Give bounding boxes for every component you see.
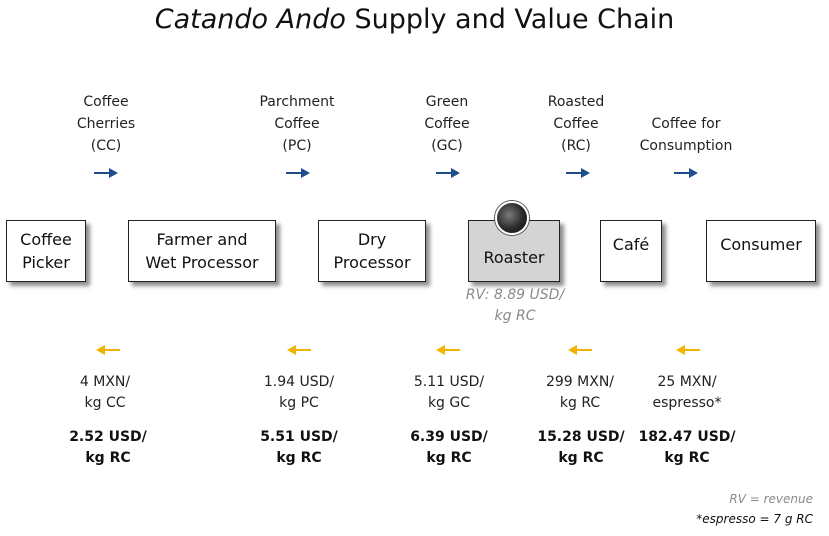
node-label: Dry xyxy=(357,230,387,249)
price-line: kg GC xyxy=(427,395,471,411)
price-line: 15.28 USD/ xyxy=(537,429,625,445)
note-line: kg RC xyxy=(494,308,536,324)
title-italic: Catando Ando xyxy=(154,4,346,35)
price-line: 5.11 USD/ xyxy=(413,374,485,390)
left-arrow-icon xyxy=(287,345,311,355)
price-line: 299 MXN/ xyxy=(545,374,615,390)
flow-label-pc: Parchment Coffee (PC) xyxy=(243,91,351,157)
note-line: RV: 8.89 USD/ xyxy=(465,287,565,303)
left-arrow-icon xyxy=(676,345,700,355)
left-arrow-icon xyxy=(568,345,592,355)
price-line: kg PC xyxy=(279,395,319,411)
node-label: Roaster xyxy=(483,248,545,267)
roaster-photo xyxy=(495,201,529,235)
right-arrow-icon xyxy=(674,168,698,178)
price-rc-picker: 2.52 USD/ kg RC xyxy=(55,427,161,469)
price-line: kg RC xyxy=(426,450,472,466)
right-arrow-icon xyxy=(286,168,310,178)
node-consumer: Consumer xyxy=(706,220,816,282)
node-label: Processor xyxy=(333,253,411,272)
left-arrow-icon xyxy=(96,345,120,355)
price-line: kg RC xyxy=(559,395,601,411)
node-label: Wet Processor xyxy=(145,253,259,272)
flow-line: Coffee xyxy=(553,116,599,132)
price-line: kg RC xyxy=(558,450,604,466)
price-line: 2.52 USD/ xyxy=(69,429,147,445)
price-line: 25 MXN/ xyxy=(657,374,717,390)
price-line: 6.39 USD/ xyxy=(410,429,488,445)
price-line: kg CC xyxy=(84,395,126,411)
price-line: 4 MXN/ xyxy=(79,374,131,390)
price-rc-farmer: 5.51 USD/ kg RC xyxy=(245,427,353,469)
roaster-revenue-note: RV: 8.89 USD/ kg RC xyxy=(440,285,590,327)
flow-line: Parchment xyxy=(259,94,335,110)
flow-line: (CC) xyxy=(90,138,122,154)
price-line: kg RC xyxy=(85,450,131,466)
flow-line: (PC) xyxy=(282,138,312,154)
flow-label-gc: Green Coffee (GC) xyxy=(400,91,494,157)
price-local-rc: 299 MXN/ kg RC xyxy=(530,372,630,414)
price-local-cc: 4 MXN/ kg CC xyxy=(55,372,155,414)
flow-label-rc: Roasted Coffee (RC) xyxy=(528,91,624,157)
price-local-gc: 5.11 USD/ kg GC xyxy=(397,372,501,414)
price-rc-dry-processor: 6.39 USD/ kg RC xyxy=(395,427,503,469)
node-label: Consumer xyxy=(720,235,802,254)
right-arrow-icon xyxy=(566,168,590,178)
price-local-espresso: 25 MXN/ espresso* xyxy=(632,372,742,414)
node-label: Farmer and xyxy=(156,230,248,249)
footnote-rv: RV = revenue xyxy=(729,492,813,506)
node-cafe: Café xyxy=(600,220,662,282)
node-label: Picker xyxy=(22,253,70,272)
price-line: 5.51 USD/ xyxy=(260,429,338,445)
price-local-pc: 1.94 USD/ kg PC xyxy=(247,372,351,414)
node-label: Café xyxy=(612,235,650,254)
flow-line: (RC) xyxy=(561,138,591,154)
right-arrow-icon xyxy=(436,168,460,178)
right-arrow-icon xyxy=(94,168,118,178)
price-line: kg RC xyxy=(276,450,322,466)
flow-line: Coffee xyxy=(424,116,470,132)
price-rc-cafe: 182.47 USD/ kg RC xyxy=(626,427,748,469)
price-line: kg RC xyxy=(664,450,710,466)
flow-line: Cherries xyxy=(76,116,136,132)
left-arrow-icon xyxy=(436,345,460,355)
price-rc-roaster: 15.28 USD/ kg RC xyxy=(524,427,638,469)
flow-line: Coffee for xyxy=(651,116,721,132)
flow-line: Coffee xyxy=(83,94,129,110)
node-label: Coffee xyxy=(20,230,72,249)
flow-line: Coffee xyxy=(274,116,320,132)
footnote-espresso: *espresso = 7 g RC xyxy=(696,512,813,526)
price-line: 1.94 USD/ xyxy=(263,374,335,390)
diagram-title: Catando Ando Supply and Value Chain xyxy=(0,4,829,35)
flow-line: Roasted xyxy=(547,94,605,110)
price-line: 182.47 USD/ xyxy=(638,429,736,445)
title-rest: Supply and Value Chain xyxy=(345,4,675,35)
flow-label-cc: Coffee Cherries (CC) xyxy=(54,91,158,157)
flow-line: Consumption xyxy=(639,138,733,154)
flow-label-consumption: Coffee for Consumption xyxy=(626,113,746,157)
flow-line: (GC) xyxy=(431,138,463,154)
price-line: espresso* xyxy=(652,395,722,411)
flow-line: Green xyxy=(425,94,469,110)
